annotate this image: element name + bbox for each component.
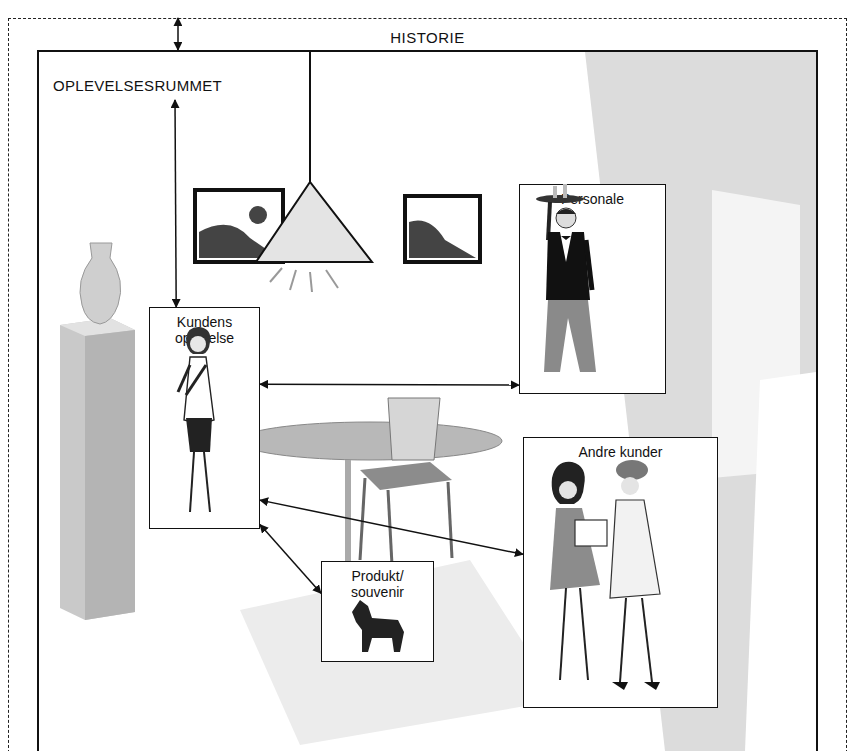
lamp-shade [256, 182, 372, 262]
chair-seat [360, 462, 452, 490]
node-label: Kundens oplevelse [154, 314, 255, 346]
chair-back [388, 398, 440, 460]
node-label: Produkt/ souvenir [326, 568, 429, 600]
chair-leg [360, 478, 365, 560]
lamp-ray [310, 272, 312, 292]
double-arrow [260, 500, 523, 554]
lamp-ray [290, 270, 296, 290]
waiter-figure [536, 184, 596, 372]
story-frame: HISTORIE OPLEVELSESRUMMET PersonaleKundens… [8, 18, 847, 751]
picture-motif [409, 220, 476, 258]
double-arrow [260, 525, 321, 594]
double-arrow [175, 100, 176, 307]
light-beam [745, 372, 816, 751]
node-label: HISTORIE [9, 30, 846, 46]
product-box: Produkt/ souvenir [321, 561, 434, 662]
customer-box: Kundens oplevelse [149, 307, 260, 529]
customer-figure [178, 327, 214, 512]
picture-frame [405, 196, 480, 262]
node-label: OPLEVELSESRUMMET [51, 78, 224, 94]
lamp-ray [270, 268, 282, 282]
other-customers-figure [550, 460, 660, 690]
lamp-ray [326, 270, 338, 288]
staff-box: Personale [519, 184, 666, 394]
node-label: Personale [524, 191, 661, 207]
other-customers-box: Andre kunder [523, 437, 718, 708]
vase [80, 243, 121, 324]
node-label: Andre kunder [528, 444, 713, 460]
chair-leg [388, 490, 392, 565]
chair-leg [448, 482, 452, 558]
dala-horse [352, 600, 404, 652]
double-arrow [177, 18, 179, 50]
pedestal-side [85, 330, 135, 620]
experience-room: OPLEVELSESRUMMET PersonaleKundens oplevel… [37, 50, 818, 751]
table-top [238, 422, 502, 460]
picture-sun [249, 206, 267, 224]
double-arrow [260, 384, 519, 386]
pedestal [60, 318, 135, 620]
lamp-cord [309, 52, 311, 185]
floor-shadow [240, 560, 560, 745]
